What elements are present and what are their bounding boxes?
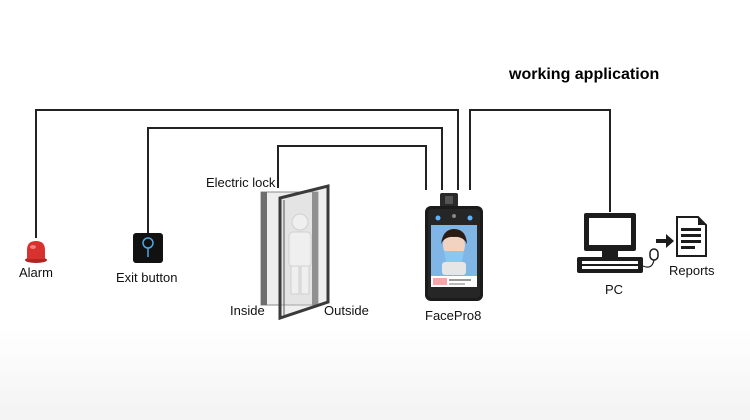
person-icon (288, 213, 312, 295)
exit-button-icon (133, 233, 163, 263)
document-icon (676, 216, 707, 257)
face-icon (441, 229, 467, 275)
reports-label: Reports (669, 263, 715, 278)
alarm-icon (25, 241, 47, 263)
pc-wire (469, 109, 611, 212)
pc-label: PC (605, 282, 624, 297)
wires (35, 109, 611, 238)
inside-label: Inside (230, 303, 265, 318)
device-label: FacePro8 (425, 308, 482, 323)
electric-lock-label: Electric lock (206, 175, 276, 190)
pc-icon (577, 213, 659, 273)
lock-wire (277, 145, 427, 190)
exit-button-label: Exit button (116, 270, 178, 285)
alarm-label: Alarm (19, 265, 53, 280)
diagram-title: working application (509, 66, 660, 83)
door-icon (260, 184, 330, 321)
outside-label: Outside (324, 303, 369, 318)
exit-button-wire (147, 127, 443, 233)
facepro8-device (425, 193, 483, 301)
alarm-wire (35, 109, 459, 238)
arrow-right-icon (656, 234, 674, 248)
